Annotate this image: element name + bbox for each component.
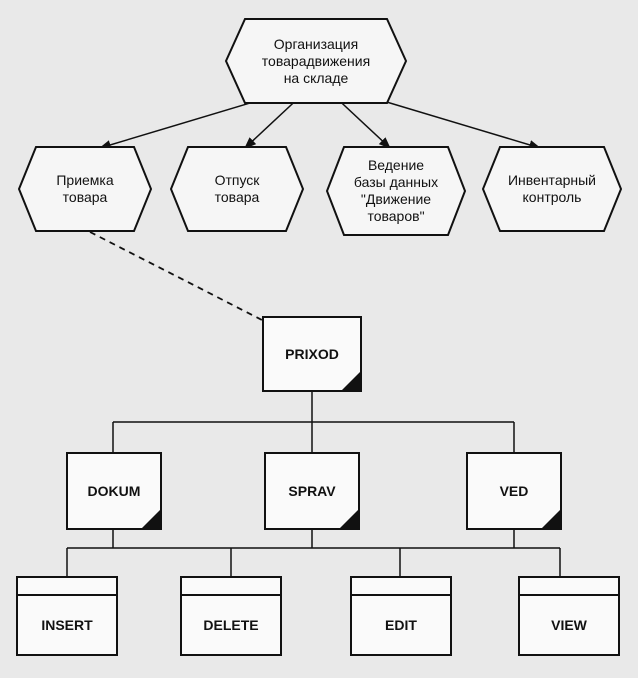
module-dokum: DOKUM <box>66 452 162 530</box>
library-module-bar <box>352 594 450 596</box>
library-module-bar <box>520 594 618 596</box>
module-ved: VED <box>466 452 562 530</box>
function-label: Приемка товара <box>56 172 114 205</box>
library-module-label: EDIT <box>385 617 417 633</box>
module-label: PRIXOD <box>285 346 339 362</box>
module-label: SPRAV <box>288 483 336 499</box>
module-corner-mark <box>542 510 560 528</box>
function-node-priemka: Приемка товара <box>17 146 153 232</box>
function-node-otpusk: Отпуск товара <box>169 146 305 232</box>
hexagon-shape <box>169 146 305 232</box>
library-module-label: VIEW <box>551 617 587 633</box>
function-node-inventar: Инвентарный контроль <box>481 146 623 232</box>
module-prixod: PRIXOD <box>262 316 362 392</box>
module-sprav: SPRAV <box>264 452 360 530</box>
library-module-label: DELETE <box>203 617 259 633</box>
library-module-label: INSERT <box>41 617 93 633</box>
library-module-bar <box>182 594 280 596</box>
library-module-edit: EDIT <box>350 576 452 656</box>
function-label: Отпуск товара <box>214 172 260 205</box>
dashed-link-priemka-prixod <box>89 231 263 321</box>
hexagon-shape <box>224 18 408 104</box>
module-corner-mark <box>142 510 160 528</box>
goal-node: Организация товарадвижения на складе <box>224 18 408 104</box>
library-module-view: VIEW <box>518 576 620 656</box>
function-label: Ведение базы данных "Движение товаров" <box>353 157 439 224</box>
hexagon-shape <box>17 146 153 232</box>
goal-label: Организация товарадвижения на складе <box>261 35 371 86</box>
module-label: VED <box>499 483 529 499</box>
library-module-insert: INSERT <box>16 576 118 656</box>
module-corner-mark <box>342 372 360 390</box>
module-label: DOKUM <box>87 483 141 499</box>
library-module-bar <box>18 594 116 596</box>
module-corner-mark <box>340 510 358 528</box>
function-label: Инвентарный контроль <box>507 172 597 205</box>
hexagon-shape <box>481 146 623 232</box>
hexagon-shape <box>325 146 467 236</box>
library-module-delete: DELETE <box>180 576 282 656</box>
function-node-vedenie: Ведение базы данных "Движение товаров" <box>325 146 467 236</box>
